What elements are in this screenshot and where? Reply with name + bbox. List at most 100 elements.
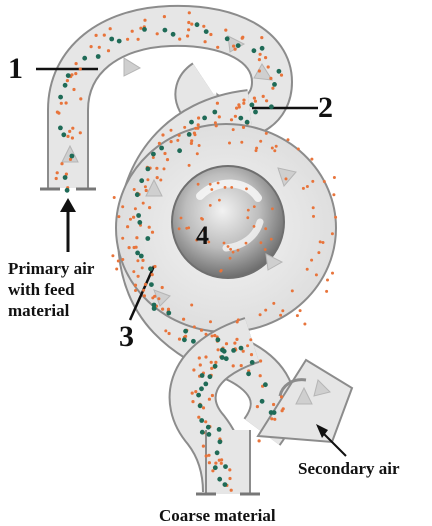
fine-particle — [264, 56, 267, 59]
fine-particle — [240, 364, 243, 367]
fine-particle — [303, 323, 306, 326]
fine-particle — [214, 121, 217, 124]
fine-particle — [270, 417, 273, 420]
fine-particle — [121, 258, 124, 261]
fine-particle — [129, 218, 132, 221]
fine-particle — [56, 111, 59, 114]
fine-particle — [121, 237, 124, 240]
fine-particle — [90, 45, 93, 48]
fine-particle — [264, 227, 267, 230]
coarse-particle — [136, 213, 141, 218]
fine-particle — [137, 275, 140, 278]
coarse-particle — [58, 95, 63, 100]
fine-particle — [285, 177, 288, 180]
fine-particle — [259, 140, 262, 143]
fine-particle — [194, 127, 197, 130]
fine-particle — [210, 361, 213, 364]
fine-particle — [229, 248, 232, 251]
fine-particle — [267, 65, 270, 68]
fine-particle — [211, 335, 214, 338]
fine-particle — [121, 205, 124, 208]
coarse-particle — [171, 32, 176, 37]
coarse-particle — [61, 132, 66, 137]
fine-particle — [71, 136, 74, 139]
coarse-particle — [117, 39, 122, 44]
fine-particle — [319, 240, 322, 243]
coarse-particle — [252, 48, 257, 53]
fine-particle — [218, 115, 221, 118]
fine-particle — [176, 139, 179, 142]
fine-particle — [144, 283, 147, 286]
coarse-particle — [151, 152, 156, 157]
fine-particle — [265, 99, 268, 102]
fine-particle — [260, 241, 263, 244]
fine-particle — [161, 286, 164, 289]
coarse-particle — [260, 46, 265, 51]
fine-particle — [255, 149, 258, 152]
fine-particle — [332, 193, 335, 196]
coarse-particle — [272, 410, 277, 415]
fine-particle — [180, 217, 183, 220]
fine-particle — [245, 187, 248, 190]
coarse-particle — [200, 430, 205, 435]
fine-particle — [135, 236, 138, 239]
coarse-particle — [70, 154, 75, 159]
fine-particle — [237, 249, 240, 252]
coarse-particle — [206, 425, 211, 430]
coarse-particle — [135, 192, 140, 197]
fine-particle — [227, 245, 230, 248]
coarse-particle — [148, 266, 153, 271]
fine-particle — [145, 189, 148, 192]
fine-particle — [128, 246, 131, 249]
coarse-particle — [66, 73, 71, 78]
fine-particle — [98, 46, 101, 49]
fine-particle — [214, 462, 217, 465]
fine-particle — [56, 171, 59, 174]
coarse-particle — [218, 439, 223, 444]
fine-particle — [178, 338, 181, 341]
secondary-air-label: Secondary air — [298, 460, 400, 477]
fine-particle — [202, 445, 205, 448]
coarse-particle — [139, 178, 144, 183]
fine-particle — [296, 314, 299, 317]
fine-particle — [216, 102, 219, 105]
fine-particle — [220, 458, 223, 461]
fine-particle — [131, 30, 134, 33]
primary-air-label: Primary air with feed material — [8, 258, 94, 321]
fine-particle — [210, 188, 213, 191]
fine-particle — [126, 38, 129, 41]
coarse-particle — [215, 450, 220, 455]
fine-particle — [269, 77, 272, 80]
fine-particle — [237, 318, 240, 321]
fine-particle — [164, 329, 167, 332]
fine-particle — [258, 439, 261, 442]
fine-particle — [187, 21, 190, 24]
coarse-particle — [212, 110, 217, 115]
coarse-particle — [177, 148, 182, 153]
fine-particle — [242, 102, 245, 105]
fine-particle — [210, 367, 213, 370]
fine-particle — [246, 344, 249, 347]
coarse-particle — [231, 348, 236, 353]
fine-particle — [191, 392, 194, 395]
fine-particle — [228, 142, 231, 145]
fine-particle — [194, 133, 197, 136]
fine-particle — [161, 133, 164, 136]
fine-particle — [264, 248, 267, 251]
fine-particle — [259, 313, 262, 316]
coarse-particle — [213, 364, 218, 369]
coarse-particle — [236, 43, 241, 48]
fine-particle — [166, 158, 169, 161]
fine-particle — [245, 242, 248, 245]
coarse-particle — [187, 132, 192, 137]
fine-particle — [151, 296, 154, 299]
fine-particle — [216, 46, 219, 49]
fine-particle — [113, 196, 116, 199]
fine-particle — [209, 320, 212, 323]
fine-particle — [224, 186, 227, 189]
fine-particle — [66, 79, 69, 82]
fine-particle — [256, 405, 259, 408]
fine-particle — [117, 215, 120, 218]
fine-particle — [258, 58, 261, 61]
fine-particle — [217, 348, 220, 351]
